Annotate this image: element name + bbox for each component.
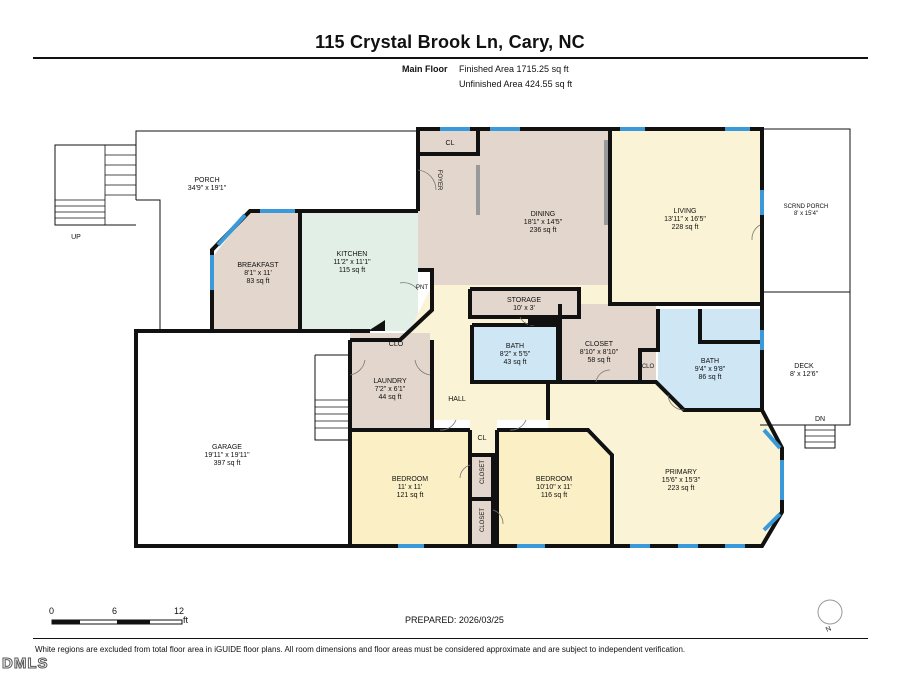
kitchen-dims: 11'2" x 11'1" <box>333 259 371 266</box>
cl-top-label: CL <box>446 140 455 147</box>
cl-top-fill <box>420 131 478 154</box>
laundry-area: 44 sq ft <box>379 394 402 401</box>
dmls-logo: DMLS <box>2 655 49 673</box>
clo-small-label: CLO <box>642 364 655 370</box>
stairs-up-outline <box>54 144 136 226</box>
breakfast-fill <box>212 211 300 331</box>
bedroom1-fill <box>350 430 470 546</box>
dining-area: 236 sq ft <box>530 227 557 234</box>
finished-area: Finished Area 1715.25 sq ft <box>459 64 569 74</box>
compass-icon <box>817 599 843 625</box>
garage-dims: 19'11" x 19'11" <box>204 452 250 459</box>
living-name: LIVING <box>674 208 697 215</box>
bedroom1-area: 121 sq ft <box>397 492 424 499</box>
bath2-dims: 9'4" x 9'8" <box>695 366 726 373</box>
living-fill <box>610 129 760 304</box>
bath1-area: 43 sq ft <box>504 359 527 366</box>
laundry-fill <box>350 355 430 430</box>
up-label: UP <box>71 234 81 241</box>
laundry-name: LAUNDRY <box>373 378 407 385</box>
laundry-dims: 7'2" x 6'1" <box>375 386 406 393</box>
compass-label: N <box>825 625 833 633</box>
scale-label-6: 6 <box>112 606 118 616</box>
bath1-name: BATH <box>506 343 524 350</box>
bath2-fill <box>658 309 760 410</box>
porch-name: PORCH <box>194 177 219 184</box>
porch-lower-outline <box>136 199 212 332</box>
scale-label-0: 0 <box>49 606 55 616</box>
storage-dims: 10' x 3' <box>513 305 535 312</box>
primary-name: PRIMARY <box>665 469 697 476</box>
bath2-area: 86 sq ft <box>699 374 722 381</box>
primary-fill <box>548 382 782 546</box>
bath1-fill <box>472 325 558 382</box>
kitchen-area: 115 sq ft <box>339 267 365 274</box>
living-area: 228 sq ft <box>672 224 699 231</box>
title-divider <box>33 57 868 59</box>
page-title: 115 Crystal Brook Ln, Cary, NC <box>315 32 585 52</box>
breakfast-area: 83 sq ft <box>247 278 270 285</box>
closet-mid-dims: 8'10" x 8'10" <box>580 349 619 356</box>
porch-outline <box>135 130 418 200</box>
bedroom2-area: 116 sq ft <box>541 492 567 499</box>
footer-divider <box>33 638 868 639</box>
stairs-garage-outline <box>314 354 351 441</box>
scale-unit: ft <box>183 615 189 625</box>
dining-dims: 18'1" x 14'5" <box>524 219 563 226</box>
garage-area: 397 sq ft <box>214 460 241 467</box>
bedroom2-fill <box>497 430 612 546</box>
closet-v2-label: CLOSET <box>480 508 486 532</box>
cl-hall-label: CL <box>478 435 487 442</box>
breakfast-name: BREAKFAST <box>237 262 279 269</box>
scale-label-12: 12 <box>174 606 185 616</box>
hall-label: HALL <box>448 396 466 403</box>
deck-name: DECK <box>794 363 814 370</box>
bath2-name: BATH <box>701 358 719 365</box>
dining-name: DINING <box>531 211 556 218</box>
living-dims: 13'11" x 16'5" <box>664 216 706 223</box>
primary-dims: 15'6" x 15'3" <box>662 477 701 484</box>
kitchen-name: KITCHEN <box>337 251 368 258</box>
closet-mid-name: CLOSET <box>585 341 614 348</box>
breakfast-dims: 8'1" x 11' <box>244 270 272 277</box>
scrnd-porch-name: SCRND PORCH <box>784 204 829 210</box>
garage-name: GARAGE <box>212 444 242 451</box>
pnt-label: PNT <box>416 285 428 291</box>
closet-v1-label: CLOSET <box>480 460 486 484</box>
disclaimer-text: White regions are excluded from total fl… <box>35 645 686 654</box>
bath1-dims: 8'2" x 5'5" <box>500 351 531 358</box>
bedroom2-name: BEDROOM <box>536 476 572 483</box>
bedroom1-dims: 11' x 11' <box>398 484 423 491</box>
garage-wall <box>134 329 470 548</box>
clo-laundry-label: CLO <box>389 341 404 348</box>
kitchen-fill <box>300 211 418 331</box>
closet-v1-fill <box>471 455 493 497</box>
prepared-date: PREPARED: 2026/03/25 <box>405 615 504 625</box>
closet-v2-fill <box>471 500 493 544</box>
foyer-label: FOYER <box>436 170 442 191</box>
scale-bar <box>51 619 183 625</box>
unfinished-area: Unfinished Area 424.55 sq ft <box>459 79 573 89</box>
closet-mid-area: 58 sq ft <box>588 357 611 364</box>
storage-name: STORAGE <box>507 297 541 304</box>
dn-label: DN <box>815 416 825 423</box>
porch-dims: 34'9" x 19'1" <box>188 185 227 192</box>
bedroom1-name: BEDROOM <box>392 476 428 483</box>
dining-fill <box>418 129 610 285</box>
deck-dims: 8' x 12'6" <box>790 371 819 378</box>
deck-outline <box>760 291 851 426</box>
primary-area: 223 sq ft <box>668 485 695 492</box>
scrnd-porch-dims: 8' x 15'4" <box>794 211 818 217</box>
bedroom2-dims: 10'10" x 11' <box>536 484 571 491</box>
floor-name: Main Floor <box>402 64 448 74</box>
